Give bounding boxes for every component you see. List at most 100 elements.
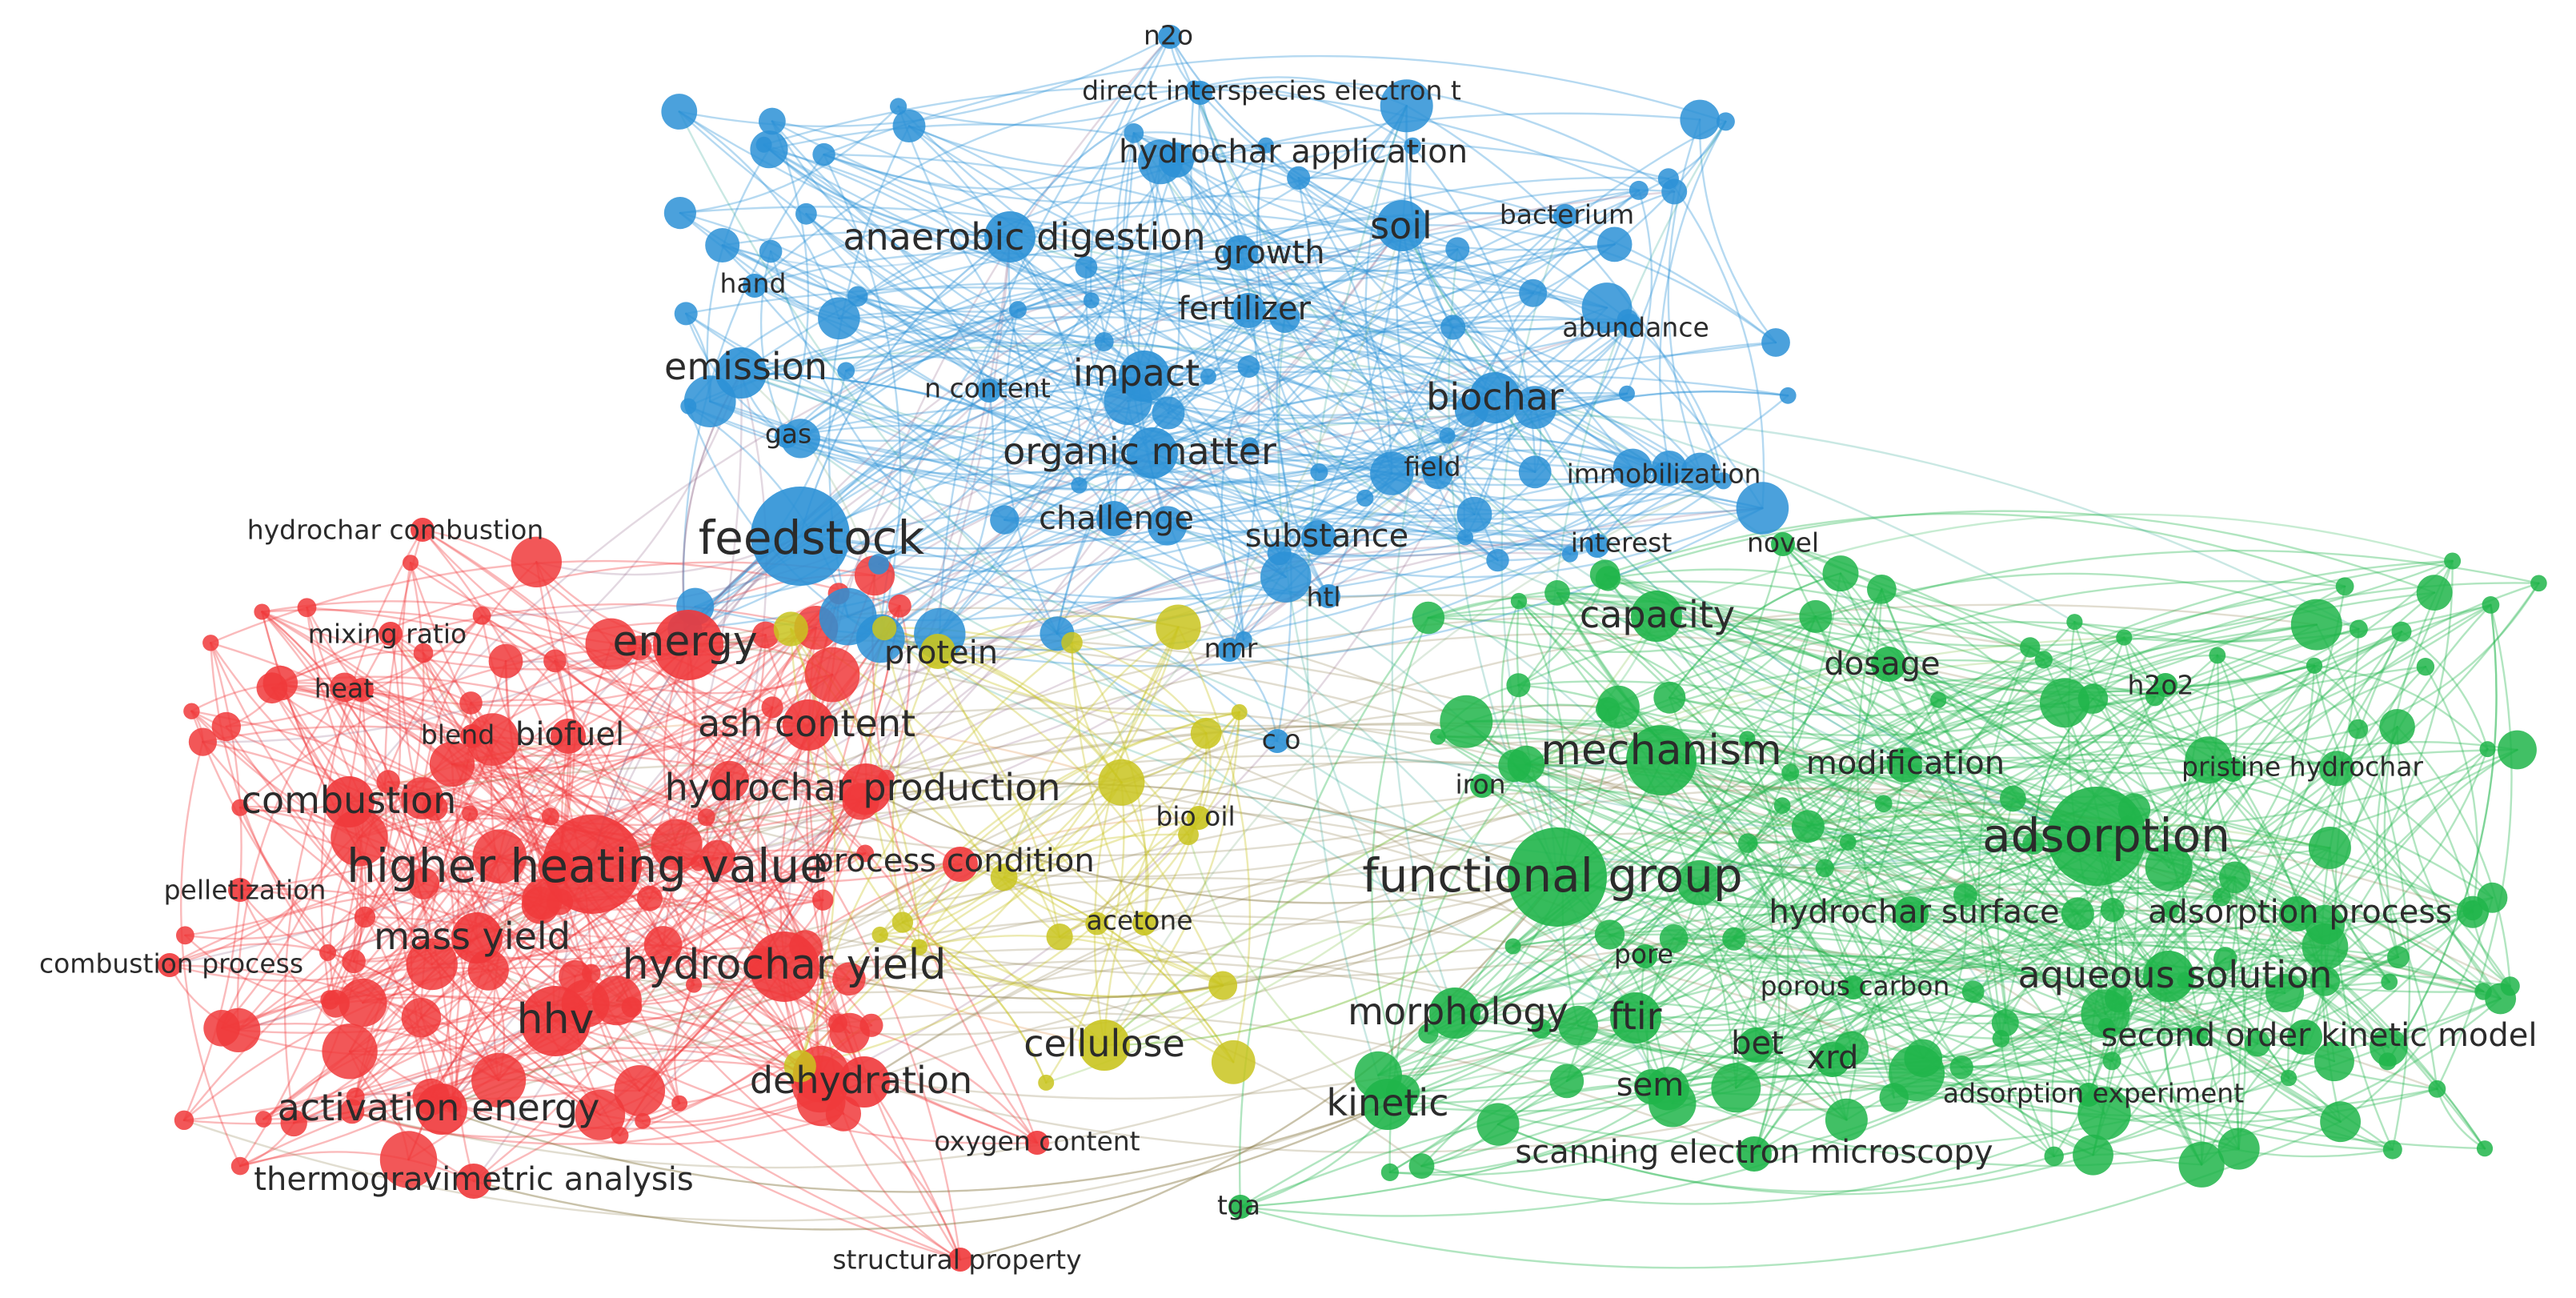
keyword-label-modi[interactable]: modification <box>1806 745 2005 782</box>
keyword-label-dosa[interactable]: dosage <box>1824 646 1940 683</box>
keyword-node-oxyc[interactable] <box>1025 1131 1049 1155</box>
keyword-node-n2o[interactable] <box>1158 25 1182 49</box>
keyword-node-orgm[interactable] <box>1127 427 1178 479</box>
keyword-node-stpr[interactable] <box>948 1248 972 1272</box>
keyword-node-cell[interactable] <box>1079 1020 1130 1071</box>
keyword-label-grow[interactable]: growth <box>1213 234 1324 271</box>
keyword-label-hyie[interactable]: hydrochar yield <box>623 941 947 989</box>
keyword-node-feed[interactable] <box>751 487 850 586</box>
keyword-label-hhva[interactable]: higher heating value <box>347 839 828 893</box>
keyword-label-aqso[interactable]: aqueous solution <box>2018 953 2333 996</box>
keyword-node-diet[interactable] <box>1188 81 1212 105</box>
keyword-node-capa[interactable] <box>1631 591 1682 642</box>
keyword-label-dehy[interactable]: dehydration <box>750 1059 972 1102</box>
keyword-node-inte[interactable] <box>1585 534 1609 558</box>
keyword-node-iron[interactable] <box>1470 774 1494 798</box>
keyword-node-pcon[interactable] <box>943 847 978 882</box>
keyword-node-hhva[interactable] <box>543 815 642 914</box>
keyword-label-hhv[interactable]: hhv <box>517 996 595 1044</box>
keyword-node-thga[interactable] <box>456 1164 491 1199</box>
keyword-node-scem[interactable] <box>1737 1136 1772 1172</box>
keyword-node-mixr[interactable] <box>379 622 403 646</box>
keyword-node-abun[interactable] <box>1618 314 1642 338</box>
keyword-node-fiel[interactable] <box>1421 456 1445 480</box>
keyword-label-sem[interactable]: sem <box>1617 1067 1684 1104</box>
keyword-node-blen[interactable] <box>460 724 484 748</box>
keyword-label-chal[interactable]: challenge <box>1039 500 1194 537</box>
keyword-label-emis[interactable]: emission <box>664 345 827 388</box>
keyword-label-thga[interactable]: thermogravimetric analysis <box>254 1161 693 1198</box>
keyword-label-abun[interactable]: abundance <box>1562 312 1709 343</box>
keyword-label-blen[interactable]: blend <box>421 719 495 751</box>
keyword-label-tga[interactable]: tga <box>1217 1190 1260 1221</box>
keyword-node-h2o2[interactable] <box>2153 673 2177 697</box>
keyword-label-morp[interactable]: morphology <box>1348 990 1568 1033</box>
keyword-node-subs[interactable] <box>1301 520 1336 555</box>
keyword-label-hcom[interactable]: hydrochar combustion <box>247 515 544 546</box>
keyword-label-adpr[interactable]: adsorption process <box>2148 894 2452 931</box>
keyword-label-nmr[interactable]: nmr <box>1204 633 1258 664</box>
keyword-node-cpro[interactable] <box>158 953 182 977</box>
keyword-node-poca[interactable] <box>1841 976 1865 1000</box>
keyword-label-feed[interactable]: feedstock <box>699 511 925 565</box>
keyword-node-ncon[interactable] <box>977 379 1001 403</box>
keyword-label-ashc[interactable]: ash content <box>698 702 915 745</box>
keyword-node-fert[interactable] <box>1231 293 1266 328</box>
keyword-label-pell[interactable]: pelletization <box>164 875 327 906</box>
keyword-node-fung[interactable] <box>1508 827 1607 927</box>
keyword-label-bact[interactable]: bacterium <box>1500 199 1634 230</box>
keyword-node-pore[interactable] <box>1633 944 1657 968</box>
keyword-node-nove[interactable] <box>1771 532 1795 556</box>
keyword-node-ftir[interactable] <box>1610 992 1661 1044</box>
keyword-label-mech[interactable]: mechanism <box>1540 727 1781 775</box>
keyword-label-comb[interactable]: combustion <box>242 779 457 822</box>
keyword-label-ener[interactable]: energy <box>612 618 757 666</box>
keyword-label-poca[interactable]: porous carbon <box>1761 971 1950 1002</box>
keyword-label-biof[interactable]: biofuel <box>515 716 624 753</box>
keyword-node-adpr[interactable] <box>2279 896 2314 931</box>
keyword-label-anad[interactable]: anaerobic digestion <box>843 215 1205 258</box>
keyword-label-gas[interactable]: gas <box>765 419 811 450</box>
keyword-node-hhv[interactable] <box>520 986 591 1056</box>
keyword-label-sokm[interactable]: second order kinetic model <box>2101 1017 2537 1054</box>
keyword-node-dosa[interactable] <box>1871 647 1906 682</box>
keyword-node-co[interactable] <box>1265 729 1289 753</box>
keyword-label-n2o[interactable]: n2o <box>1144 20 1193 51</box>
keyword-node-kine[interactable] <box>1362 1079 1413 1130</box>
keyword-label-nove[interactable]: novel <box>1747 527 1819 559</box>
keyword-label-fung[interactable]: functional group <box>1362 848 1742 903</box>
keyword-node-prhy[interactable] <box>2221 758 2245 782</box>
keyword-node-mech[interactable] <box>1626 725 1697 795</box>
keyword-node-grow[interactable] <box>1223 235 1258 270</box>
keyword-node-bact[interactable] <box>1553 204 1577 228</box>
keyword-label-iron[interactable]: iron <box>1455 769 1505 800</box>
keyword-label-hpro[interactable]: hydrochar production <box>665 766 1061 809</box>
keyword-node-comb[interactable] <box>323 776 375 827</box>
keyword-label-masy[interactable]: mass yield <box>374 915 571 958</box>
keyword-node-sokm[interactable] <box>2287 1020 2322 1055</box>
keyword-label-htl[interactable]: htl <box>1306 582 1340 613</box>
keyword-node-morp[interactable] <box>1429 988 1480 1039</box>
keyword-label-diet[interactable]: direct interspecies electron t <box>1082 75 1461 106</box>
keyword-label-oxyc[interactable]: oxygen content <box>934 1126 1140 1157</box>
keyword-node-ener[interactable] <box>653 610 723 680</box>
keyword-node-emis[interactable] <box>715 347 767 399</box>
keyword-node-modi[interactable] <box>1887 747 1922 783</box>
keyword-label-ftir[interactable]: ftir <box>1609 995 1661 1038</box>
keyword-node-chal[interactable] <box>1096 501 1132 536</box>
keyword-node-masy[interactable] <box>451 912 503 963</box>
keyword-label-fert[interactable]: fertilizer <box>1178 290 1312 327</box>
keyword-node-ashc[interactable] <box>783 699 834 751</box>
keyword-label-orgm[interactable]: organic matter <box>1003 430 1276 473</box>
keyword-node-impa[interactable] <box>1119 351 1170 402</box>
keyword-node-aqso[interactable] <box>2143 951 2194 1002</box>
keyword-node-bioo[interactable] <box>1187 806 1211 830</box>
keyword-label-stpr[interactable]: structural property <box>832 1244 1081 1276</box>
keyword-label-h2o2[interactable]: h2o2 <box>2127 670 2193 701</box>
keyword-label-soil[interactable]: soil <box>1370 204 1432 247</box>
keyword-node-adex[interactable] <box>2077 1083 2101 1107</box>
keyword-node-anad[interactable] <box>984 211 1036 262</box>
keyword-node-gas[interactable] <box>775 424 799 448</box>
keyword-node-xrd[interactable] <box>1815 1042 1850 1077</box>
keyword-label-hand[interactable]: hand <box>720 268 787 299</box>
